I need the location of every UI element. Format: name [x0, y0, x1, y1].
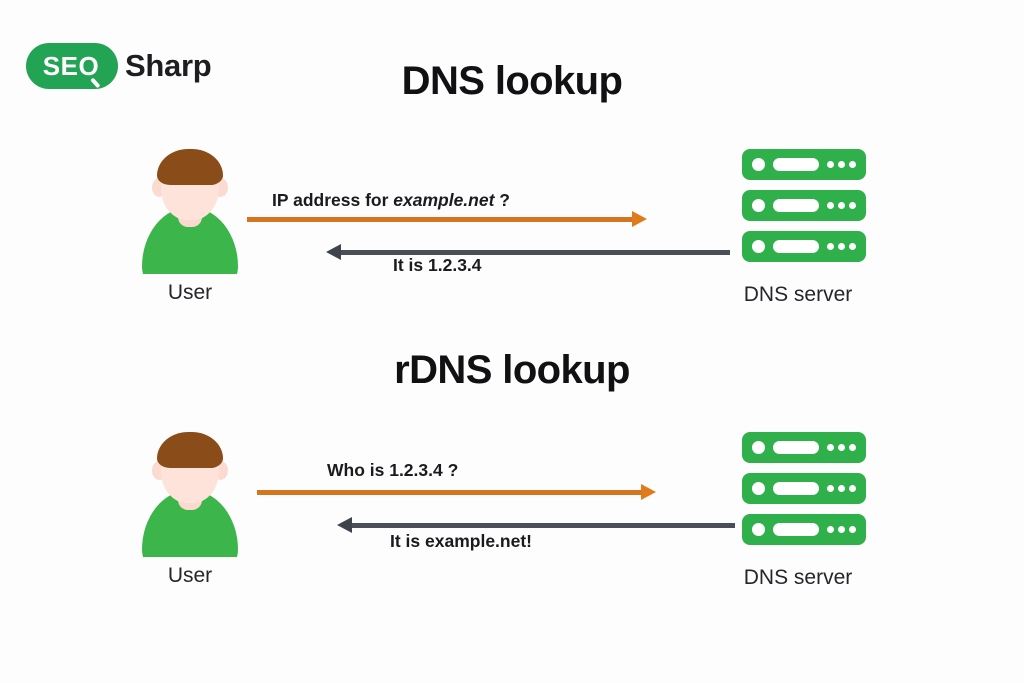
request-label-prefix: IP address for: [272, 190, 394, 210]
request-label-dns: IP address for example.net ?: [272, 190, 510, 211]
server-stack-icon: [728, 149, 868, 275]
request-label-emphasis: example.net: [393, 190, 495, 210]
request-arrow-dns: [247, 210, 647, 228]
actor-dns-server-rdns: DNS server: [728, 432, 880, 602]
server-slot: [773, 158, 819, 171]
arrow-head-right-icon: [641, 484, 656, 500]
server-slot: [773, 240, 819, 253]
actor-label-user: User: [167, 564, 213, 587]
response-label-rdns: It is example.net!: [390, 531, 532, 551]
logo-wordmark: Sharp: [125, 48, 212, 83]
actor-dns-server-dns: DNS server: [728, 149, 880, 319]
server-indicator-dots-icon: [827, 526, 856, 533]
server-indicator-dots-icon: [827, 243, 856, 250]
request-arrow-rdns: [257, 483, 656, 501]
server-slot: [773, 482, 819, 495]
sequence-row-dns: User DNS se: [0, 145, 1024, 320]
section-title-rdns: rDNS lookup: [394, 348, 630, 392]
server-slot: [773, 523, 819, 536]
section-title-dns: DNS lookup: [401, 59, 623, 103]
server-led-icon: [752, 441, 765, 454]
seosharp-logo: SEO Sharp: [26, 40, 212, 92]
server-slot: [773, 199, 819, 212]
server-slot: [773, 441, 819, 454]
actor-user-rdns: User: [131, 428, 249, 598]
user-avatar-icon: [131, 428, 249, 558]
server-indicator-dots-icon: [827, 485, 856, 492]
server-indicator-dots-icon: [827, 202, 856, 209]
logo-pill: SEO: [26, 43, 118, 89]
actor-label-dns-server: DNS server: [743, 283, 853, 306]
server-unit: [742, 190, 866, 221]
logo-mark-text: SEO: [42, 51, 100, 81]
server-led-icon: [752, 240, 765, 253]
server-unit: [742, 231, 866, 262]
server-led-icon: [752, 482, 765, 495]
arrow-head-right-icon: [632, 211, 647, 227]
server-indicator-dots-icon: [827, 444, 856, 451]
actor-user-dns: User: [131, 145, 249, 315]
request-label-suffix: ?: [494, 190, 510, 210]
server-unit: [742, 473, 866, 504]
server-indicator-dots-icon: [827, 161, 856, 168]
arrow-shaft: [247, 217, 635, 222]
server-unit: [742, 514, 866, 545]
server-led-icon: [752, 158, 765, 171]
user-avatar-icon: [131, 145, 249, 275]
server-unit: [742, 432, 866, 463]
actor-label-dns-server: DNS server: [743, 566, 853, 589]
arrow-shaft: [349, 523, 735, 528]
server-led-icon: [752, 523, 765, 536]
server-stack-icon: [728, 432, 868, 558]
arrow-shaft: [338, 250, 730, 255]
server-unit: [742, 149, 866, 180]
avatar-hair-fringe: [177, 452, 221, 468]
sequence-row-rdns: User DNS server: [0, 428, 1024, 603]
response-label-dns: It is 1.2.3.4: [393, 255, 482, 275]
actor-label-user: User: [167, 281, 213, 304]
arrow-shaft: [257, 490, 644, 495]
server-led-icon: [752, 199, 765, 212]
arrow-head-left-icon: [326, 244, 341, 260]
avatar-hair-fringe: [177, 169, 221, 185]
arrow-head-left-icon: [337, 517, 352, 533]
response-arrow-rdns: [337, 516, 735, 534]
request-label-rdns: Who is 1.2.3.4 ?: [327, 460, 459, 480]
response-arrow-dns: [326, 243, 730, 261]
